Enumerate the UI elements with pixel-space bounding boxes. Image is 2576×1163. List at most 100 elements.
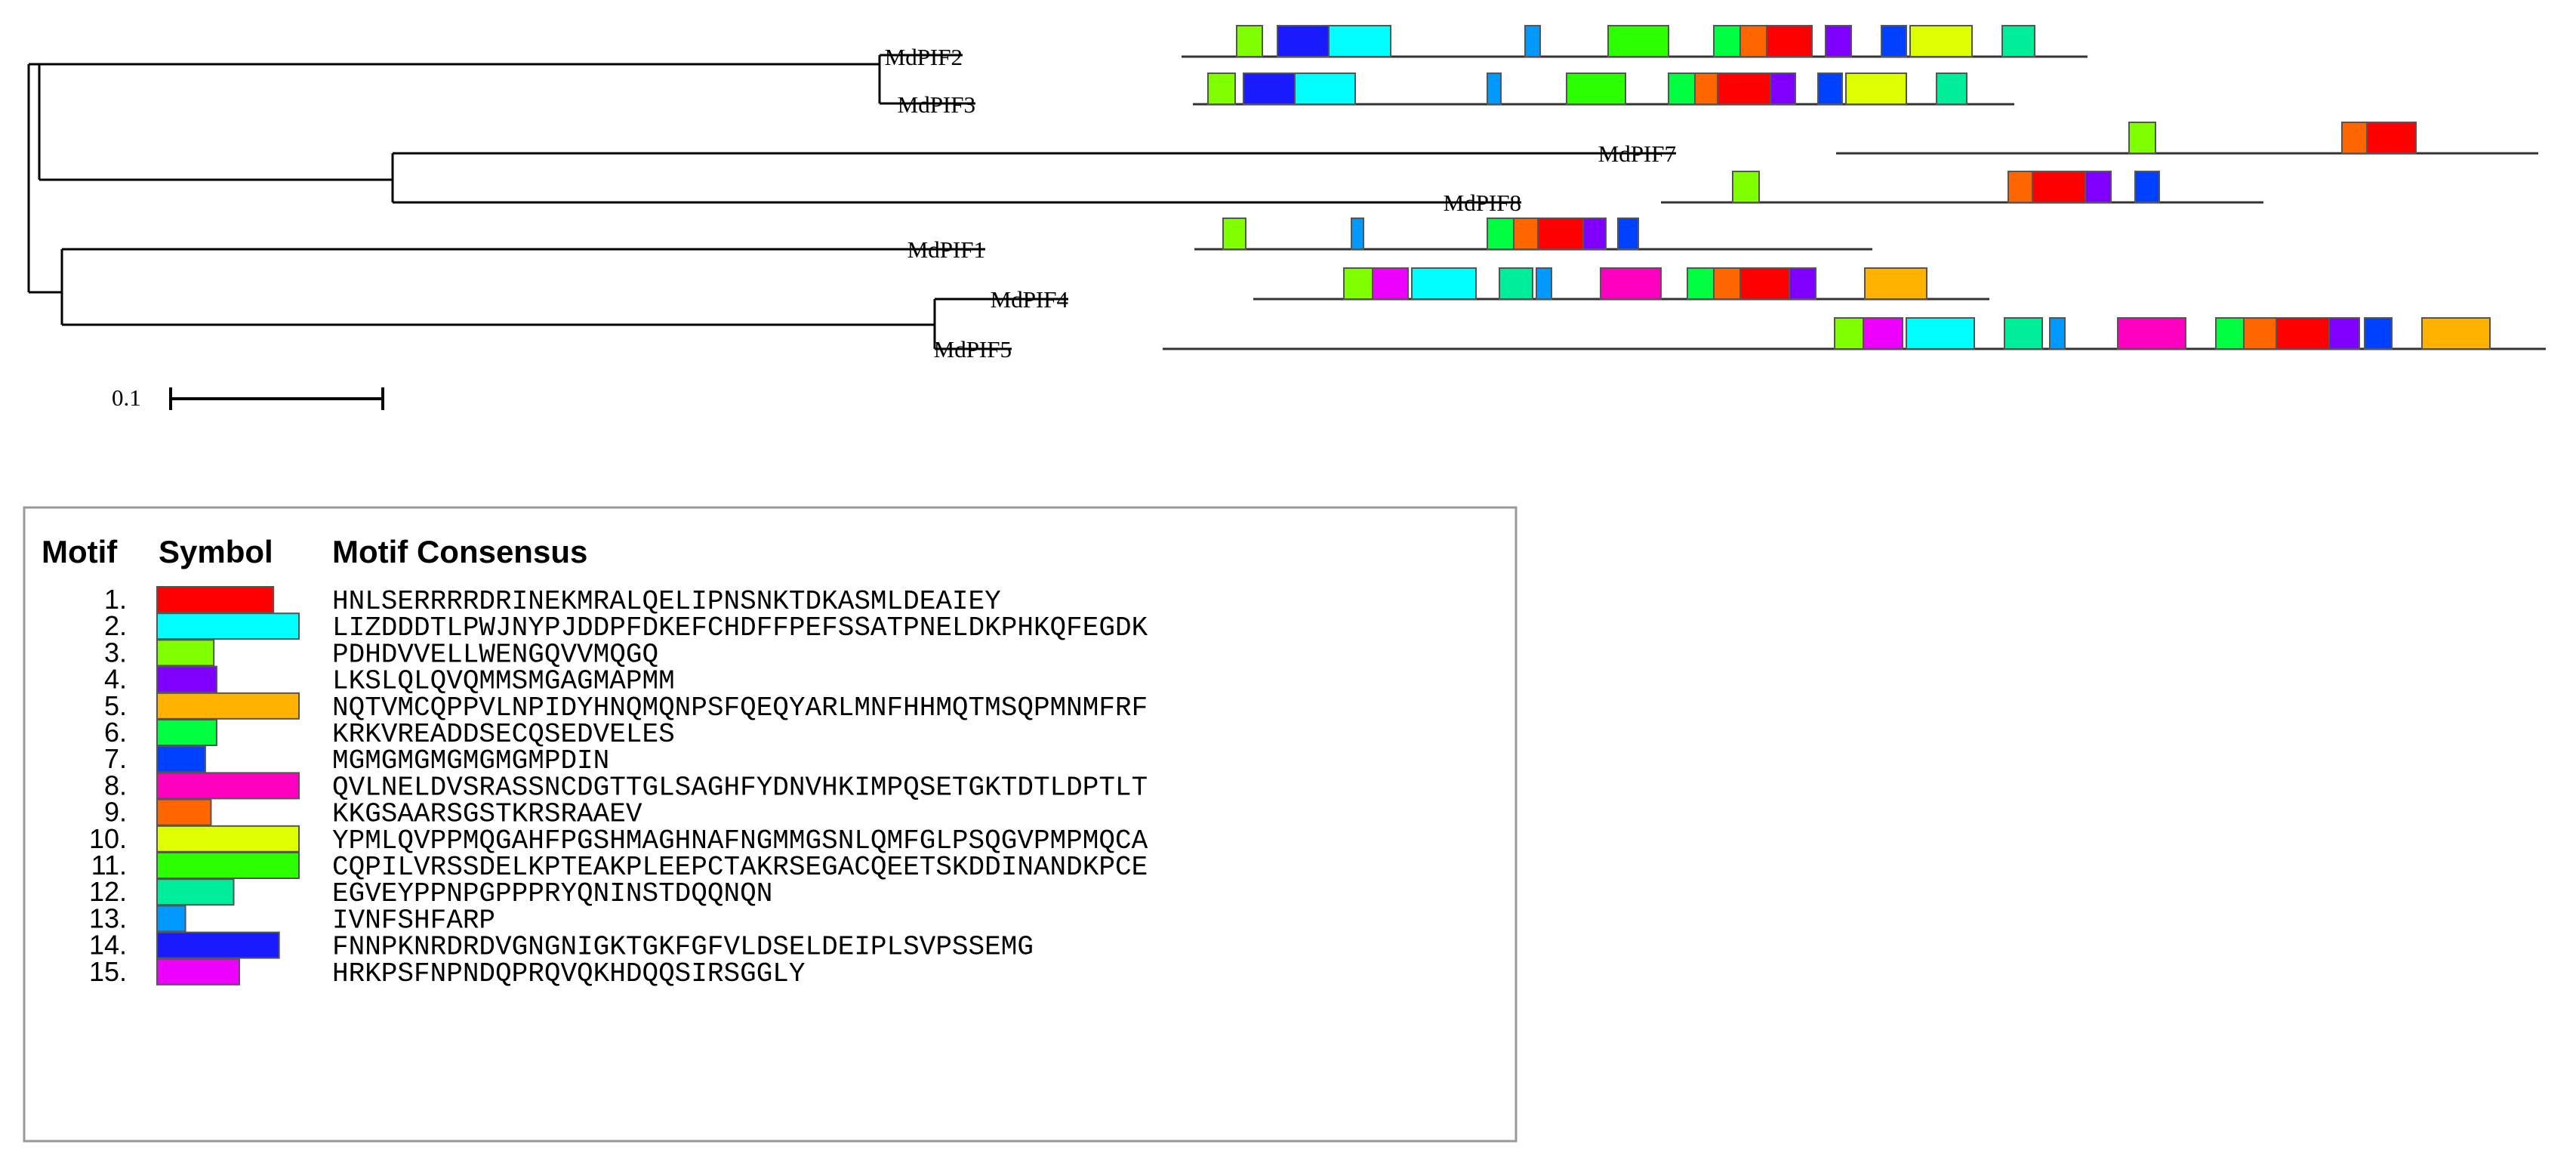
legend-motif-number-6: 6.	[104, 717, 127, 748]
legend-symbol-motif-14	[156, 931, 280, 959]
motif-legend: Motif Symbol Motif Consensus 1. HNLSERRRR…	[23, 506, 1518, 1143]
motif-box-mdpif4-motif-1	[1739, 267, 1790, 300]
motif-box-mdpif4-motif-4	[1789, 267, 1816, 300]
motif-box-mdpif3-motif-3	[1207, 72, 1236, 105]
legend-symbol-motif-6	[156, 719, 217, 746]
motif-box-mdpif8-motif-7	[2134, 171, 2160, 203]
motif-box-mdpif2-motif-12	[2001, 25, 2035, 57]
legend-header-motif: Motif	[42, 534, 118, 569]
motif-box-mdpif2-motif-2	[1328, 25, 1391, 57]
motif-tracks	[1163, 25, 2546, 350]
motif-box-mdpif3-motif-14	[1243, 72, 1296, 105]
legend-header-symbol: Symbol	[159, 534, 273, 569]
motif-box-mdpif1-motif-6	[1487, 217, 1514, 250]
legend-consensus-motif-5: NQTVMCQPPVLNPIDYHNQMQNPSFQEQYARLMNFHHMQT…	[332, 693, 1148, 723]
motif-track-mdpif1	[1194, 217, 1872, 251]
motif-box-mdpif2-motif-14	[1277, 25, 1330, 57]
motif-box-mdpif4-motif-8	[1600, 267, 1662, 300]
motif-box-mdpif1-motif-3	[1222, 217, 1246, 250]
tree-clade-pif2-pif3	[878, 54, 975, 105]
motif-box-mdpif1-motif-13	[1351, 217, 1364, 250]
legend-symbol-motif-4	[156, 665, 217, 693]
motif-box-mdpif7-motif-3	[2128, 122, 2156, 154]
motif-box-mdpif7-motif-9	[2341, 122, 2368, 154]
legend-symbol-motif-2	[156, 612, 300, 640]
scale-bar-line	[169, 387, 384, 410]
legend-symbol-motif-9	[156, 798, 212, 826]
legend-motif-number-5: 5.	[104, 690, 127, 721]
gene-label-mdpif3: MdPIF3	[898, 91, 975, 118]
legend-consensus-motif-9: KKGSAARSGSTKRSRAAEV	[332, 799, 642, 830]
legend-motif-number-10: 10.	[89, 823, 127, 854]
legend-consensus-motif-13: IVNFSHFARP	[332, 905, 495, 936]
legend-motif-number-1: 1.	[104, 584, 127, 615]
legend-motif-number-12: 12.	[89, 876, 127, 907]
motif-box-mdpif5-motif-2	[1906, 317, 1975, 350]
motif-box-mdpif5-motif-13	[2049, 317, 2066, 350]
legend-symbol-motif-12	[156, 878, 235, 906]
legend-consensus-motif-1: HNLSERRRRDRINEKMRALQELIPNSNKTDKASMLDEAIE…	[332, 586, 1001, 617]
scale-bar-label: 0.1	[112, 384, 141, 411]
motif-box-mdpif3-motif-7	[1817, 72, 1843, 105]
motif-box-mdpif4-motif-12	[1499, 267, 1533, 300]
tree-clade-pif4-pif5	[933, 298, 1068, 350]
motif-box-mdpif5-motif-9	[2243, 317, 2277, 350]
motif-box-mdpif4-motif-9	[1713, 267, 1741, 300]
legend-symbol-motif-15	[156, 958, 241, 986]
motif-box-mdpif2-motif-9	[1739, 25, 1767, 57]
motif-box-mdpif8-motif-3	[1732, 171, 1760, 203]
motif-box-mdpif8-motif-4	[2085, 171, 2112, 203]
legend-consensus-motif-3: PDHDVVELLWENGQVVMQGQ	[332, 639, 658, 670]
tree-node-lower	[38, 64, 985, 326]
motif-box-mdpif2-motif-10	[1909, 25, 1973, 57]
tree-clade-pif7-pif8	[39, 152, 1676, 204]
motif-box-mdpif3-motif-1	[1717, 72, 1771, 105]
legend-symbol-motif-10	[156, 825, 300, 853]
motif-box-mdpif1-motif-7	[1617, 217, 1639, 250]
motif-box-mdpif3-motif-6	[1668, 72, 1696, 105]
legend-symbol-motif-3	[156, 639, 215, 667]
legend-consensus-motif-4: LKSLQLQVQMMSMGAGMAPMM	[332, 666, 675, 697]
legend-symbol-motif-13	[156, 905, 186, 933]
legend-symbol-motif-8	[156, 772, 300, 800]
motif-box-mdpif2-motif-7	[1881, 25, 1907, 57]
motif-box-mdpif8-motif-1	[2032, 171, 2086, 203]
motif-box-mdpif3-motif-11	[1566, 72, 1626, 105]
motif-box-mdpif3-motif-2	[1294, 72, 1356, 105]
gene-label-mdpif7: MdPIF7	[1598, 140, 1676, 167]
motif-box-mdpif2-motif-4	[1825, 25, 1852, 57]
legend-motif-number-13: 13.	[89, 902, 127, 933]
motif-box-mdpif4-motif-3	[1343, 267, 1373, 300]
gene-labels: MdPIF2MdPIF3MdPIF7MdPIF8MdPIF1MdPIF4MdPI…	[885, 44, 1676, 362]
gene-label-mdpif5: MdPIF5	[934, 336, 1012, 362]
legend-rows: 1. HNLSERRRRDRINEKMRALQELIPNSNKTDKASMLDEA…	[89, 584, 1148, 989]
legend-consensus-motif-15: HRKPSFNPNDQPRQVQKHDQQSIRSGGLY	[332, 958, 806, 989]
gene-label-mdpif2: MdPIF2	[885, 44, 963, 70]
motif-track-mdpif8	[1661, 171, 2263, 204]
phylogenetic-tree	[27, 54, 1676, 350]
legend-consensus-motif-14: FNNPKNRDRDVGNGNIGKTGKFGFVLDSELDEIPLSVPSS…	[332, 932, 1034, 963]
motif-track-mdpif2	[1182, 25, 2088, 58]
motif-box-mdpif5-motif-8	[2117, 317, 2186, 350]
motif-box-mdpif5-motif-6	[2215, 317, 2245, 350]
motif-box-mdpif5-motif-1	[2276, 317, 2330, 350]
motif-box-mdpif5-motif-15	[1863, 317, 1903, 350]
motif-box-mdpif4-motif-2	[1411, 267, 1477, 300]
motif-track-mdpif4	[1253, 267, 1989, 301]
motif-box-mdpif5-motif-7	[2364, 317, 2393, 350]
gene-label-mdpif4: MdPIF4	[991, 286, 1069, 313]
legend-motif-number-7: 7.	[104, 743, 127, 774]
legend-motif-number-8: 8.	[104, 770, 127, 801]
legend-header-consensus: Motif Consensus	[332, 534, 587, 569]
legend-consensus-motif-6: KRKVREADDSECQSEDVELES	[332, 719, 675, 750]
motif-box-mdpif2-motif-13	[1524, 25, 1541, 57]
motif-box-mdpif4-motif-13	[1536, 267, 1552, 300]
legend-motif-number-3: 3.	[104, 637, 127, 668]
motif-box-mdpif5-motif-3	[1834, 317, 1864, 350]
legend-consensus-motif-8: QVLNELDVSRASSNCDGTTGLSAGHFYDNVHKIMPQSETG…	[332, 772, 1148, 803]
motif-box-mdpif3-motif-9	[1694, 72, 1718, 105]
motif-track-mdpif5	[1163, 317, 2546, 350]
legend-symbol-motif-1	[156, 586, 275, 613]
motif-box-mdpif4-motif-5	[1864, 267, 1927, 300]
